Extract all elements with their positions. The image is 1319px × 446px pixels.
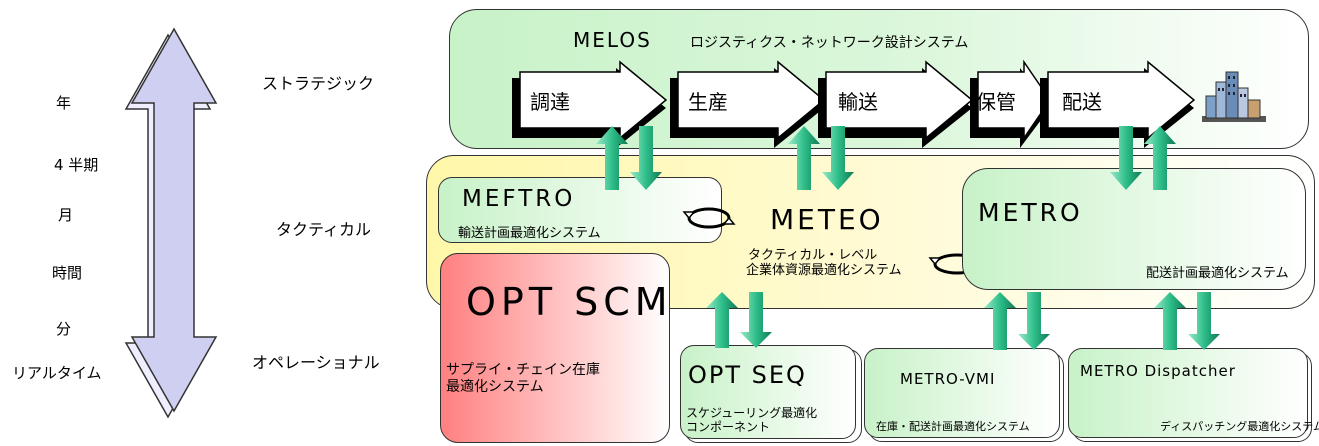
arrow-pair-melos-meteo <box>788 126 854 190</box>
opt-scm-title: OPT SCM <box>466 280 673 324</box>
meftro-box <box>438 177 722 243</box>
opt-seq-title: OPT SEQ <box>688 361 807 389</box>
timescale-double-arrow <box>124 27 218 419</box>
meftro-subtitle: 輸送計画最適化システム <box>458 226 601 241</box>
melos-title: MELOS <box>573 28 652 52</box>
opt-scm-subtitle-1: サプライ・チェイン在庫 <box>446 362 600 378</box>
opt-scm-box <box>440 253 670 443</box>
level-label-strategic: ストラテジック <box>262 74 375 93</box>
timescale-label-year: 年 <box>56 94 72 112</box>
flow-step-production: 生産 <box>688 90 728 114</box>
metro-title: METRO <box>978 198 1083 227</box>
metro-dispatcher-box <box>1068 348 1308 438</box>
metro-dispatcher-title: METRO Dispatcher <box>1080 362 1236 380</box>
meteo-subtitle-2: 企業体資源最適化システム <box>746 263 902 278</box>
level-label-tactical: タクティカル <box>276 220 372 239</box>
cycle-icon <box>682 207 736 229</box>
metro-box <box>962 168 1306 290</box>
timescale-label-hour: 時間 <box>52 264 83 282</box>
arrow-pair-metro-dispatcher <box>1154 292 1220 350</box>
arrow-pair-meteo-optseq <box>706 292 772 348</box>
opt-scm-subtitle-2: 最適化システム <box>446 379 544 395</box>
timescale-label-quarter: 4 半期 <box>54 156 99 174</box>
level-label-operational: オペレーショナル <box>252 353 380 372</box>
opt-seq-subtitle-1: スケジューリング最適化 <box>686 406 818 420</box>
flow-step-storage: 保管 <box>976 90 1016 114</box>
flow-step-delivery: 配送 <box>1062 90 1102 114</box>
metro-dispatcher-subtitle: ディスパッチング最適化システム <box>1160 420 1319 433</box>
meftro-title: MEFTRO <box>462 186 576 212</box>
arrow-pair-melos-metro <box>1110 126 1176 190</box>
metro-vmi-title: METRO-VMI <box>900 370 996 388</box>
metro-vmi-subtitle: 在庫・配送計画最適化システム <box>876 420 1030 433</box>
arrow-pair-melos-meftro <box>596 126 662 190</box>
flow-step-procurement: 調達 <box>530 90 570 114</box>
flow-step-transport: 輸送 <box>838 90 878 114</box>
timescale-label-minute: 分 <box>56 320 72 338</box>
city-buildings-icon <box>1202 71 1266 122</box>
timescale-label-month: 月 <box>58 206 74 224</box>
opt-seq-box <box>680 345 856 439</box>
melos-subtitle: ロジスティクス・ネットワーク設計システム <box>690 35 969 51</box>
metro-vmi-box <box>864 348 1060 438</box>
meteo-subtitle-1: タクティカル・レベル <box>748 248 878 263</box>
timescale-label-realtime: リアルタイム <box>12 364 102 382</box>
opt-seq-subtitle-2: コンポーネント <box>686 420 771 434</box>
meteo-title: METEO <box>770 203 884 236</box>
arrow-pair-metro-vmi <box>984 292 1050 350</box>
metro-subtitle: 配送計画最適化システム <box>1146 266 1289 281</box>
